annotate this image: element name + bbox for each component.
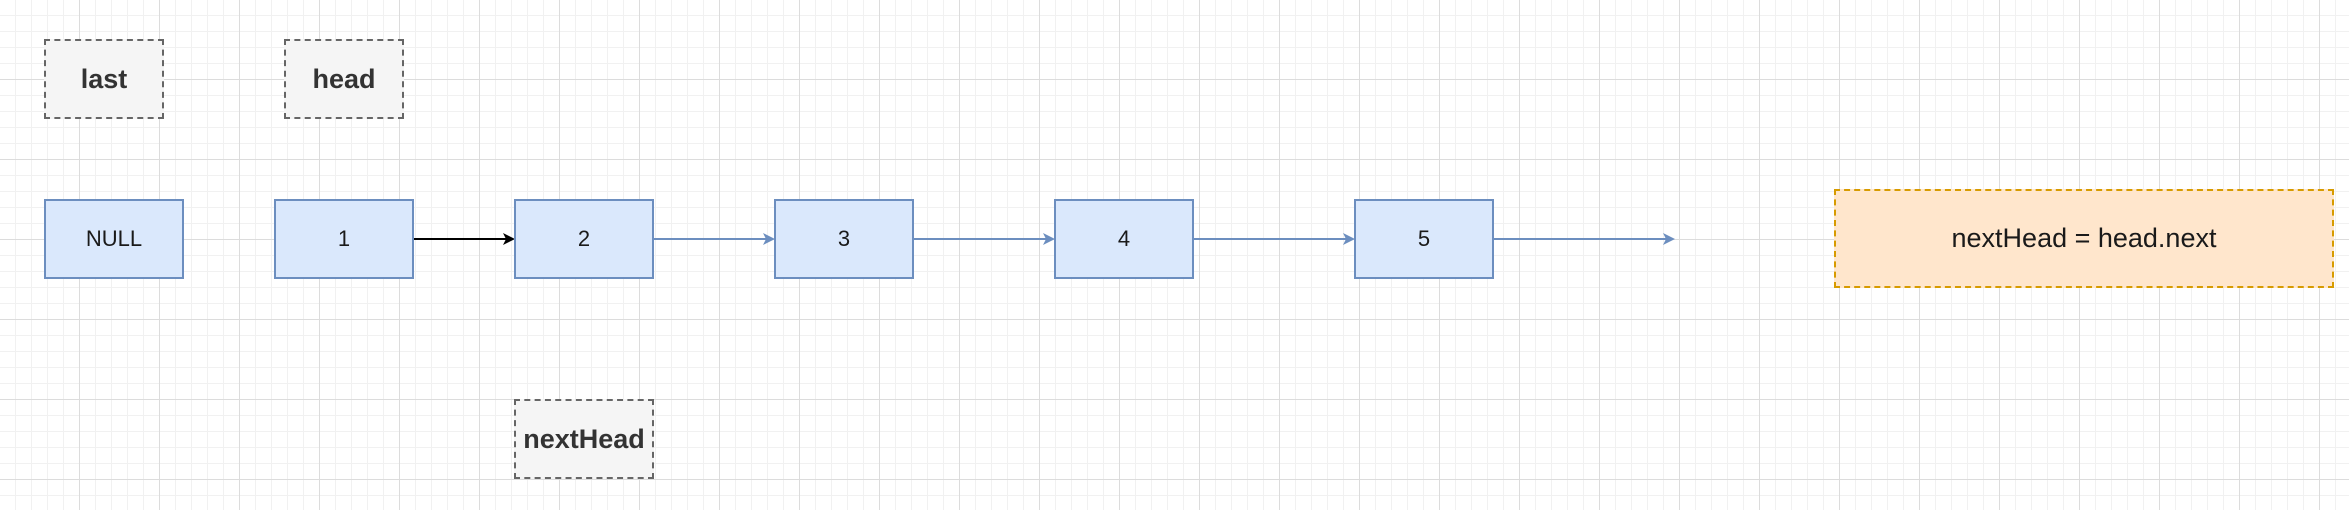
node-null[interactable]: NULL bbox=[44, 199, 184, 279]
node-3[interactable]: 3 bbox=[774, 199, 914, 279]
last-pointer-label[interactable]: last bbox=[44, 39, 164, 119]
node-4[interactable]: 4 bbox=[1054, 199, 1194, 279]
note-nexthead-assignment[interactable]: nextHead = head.next bbox=[1834, 189, 2334, 288]
node-5[interactable]: 5 bbox=[1354, 199, 1494, 279]
node-2[interactable]: 2 bbox=[514, 199, 654, 279]
head-pointer-label[interactable]: head bbox=[284, 39, 404, 119]
node-1[interactable]: 1 bbox=[274, 199, 414, 279]
nexthead-pointer-label[interactable]: nextHead bbox=[514, 399, 654, 479]
